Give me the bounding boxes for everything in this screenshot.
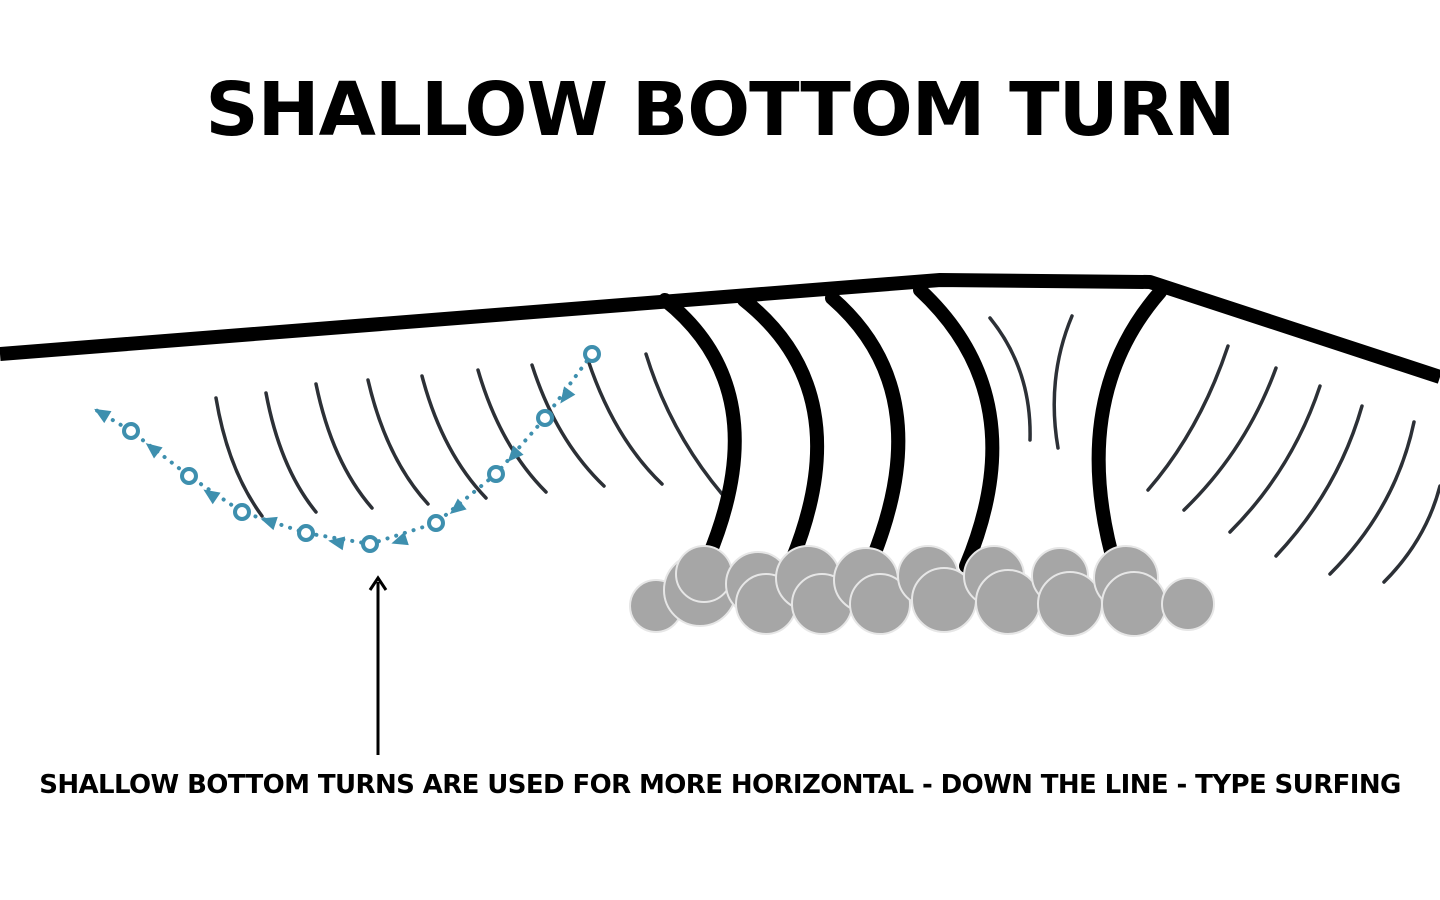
face-line: [214, 396, 264, 518]
triangle-arrow-icon: [260, 516, 278, 531]
surf-path: [94, 345, 601, 553]
circle-icon: [297, 524, 315, 542]
whitewater-foam: [629, 545, 1215, 637]
face-line: [476, 368, 548, 494]
wave-face-lines-right: [1146, 344, 1440, 584]
surf-path-dotted-line: [94, 352, 594, 547]
triangle-arrow-icon: [449, 498, 467, 515]
circle-icon: [361, 535, 379, 553]
circle-icon: [536, 409, 554, 427]
circle-icon: [487, 465, 505, 483]
path-markers: [122, 345, 601, 553]
face-line: [586, 358, 664, 486]
diagram-caption: SHALLOW BOTTOM TURNS ARE USED FOR MORE H…: [39, 770, 1401, 800]
barrel-lines: [988, 314, 1074, 450]
face-line: [1328, 420, 1416, 576]
curl-line: [825, 291, 906, 567]
wave-face-lines-left: [214, 352, 724, 518]
curl-line: [913, 283, 1000, 573]
diagram-title: SHALLOW BOTTOM TURN: [205, 67, 1235, 153]
face-line: [1182, 366, 1278, 512]
face-line: [1146, 344, 1230, 492]
wave-lip-line: [0, 273, 1440, 384]
triangle-arrow-icon: [203, 489, 221, 505]
curl-line: [737, 293, 825, 567]
triangle-arrow-icon: [507, 445, 524, 462]
face-line: [1382, 484, 1440, 584]
triangle-arrow-icon: [328, 536, 346, 551]
face-line: [420, 374, 488, 500]
circle-icon: [180, 467, 198, 485]
face-line: [530, 363, 606, 488]
wave-curl-lines: [658, 283, 1167, 577]
triangle-arrow-icon: [145, 443, 163, 459]
curl-line: [658, 293, 742, 565]
barrel-line: [988, 316, 1032, 442]
path-arrows: [94, 386, 576, 551]
barrel-line: [1052, 314, 1074, 450]
triangle-arrow-icon: [94, 408, 112, 424]
face-line: [644, 352, 724, 496]
face-line: [264, 391, 318, 514]
triangle-arrow-icon: [391, 531, 409, 546]
circle-icon: [583, 345, 601, 363]
face-line: [1228, 384, 1322, 534]
triangle-arrow-icon: [560, 386, 576, 404]
face-line: [366, 378, 430, 506]
circle-icon: [233, 503, 251, 521]
face-line: [314, 382, 374, 510]
curl-line: [1091, 285, 1167, 577]
circle-icon: [122, 422, 140, 440]
face-line: [1274, 404, 1364, 558]
circle-icon: [427, 514, 445, 532]
arrow-up-icon: [368, 575, 388, 755]
